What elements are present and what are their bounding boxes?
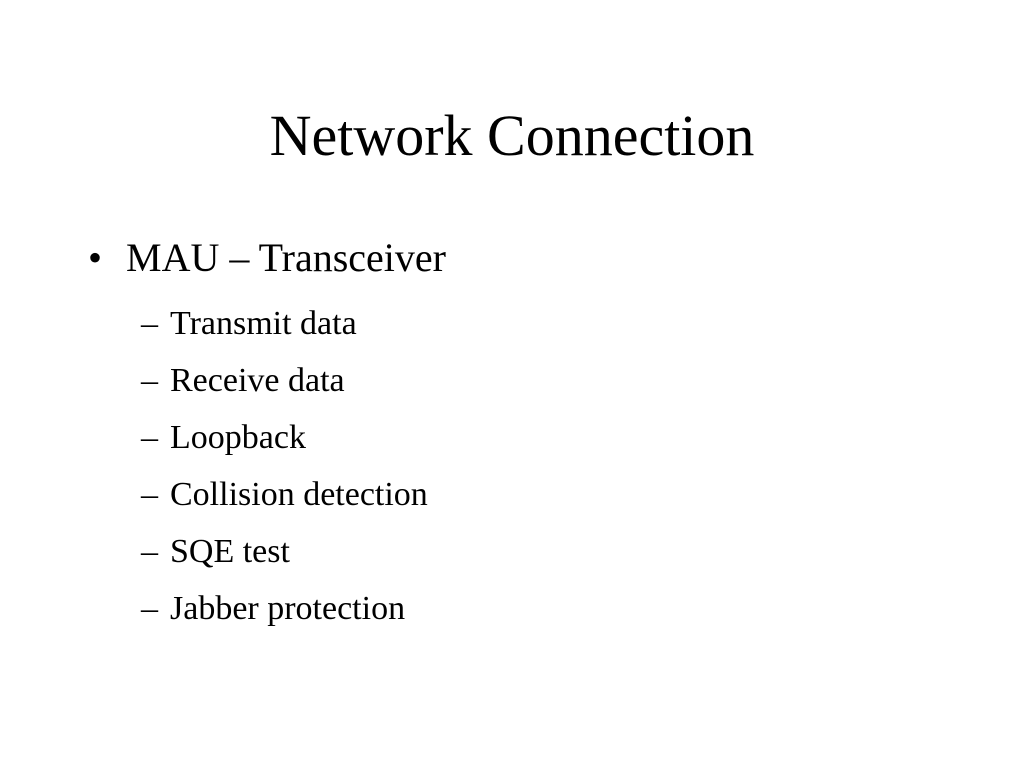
sub-bullet-marker: –: [141, 476, 158, 513]
sub-bullet-item: –Loopback: [141, 409, 428, 466]
sub-bullet-item: –SQE test: [141, 523, 428, 580]
sub-bullet-marker: –: [141, 590, 158, 627]
sub-bullet-marker: –: [141, 305, 158, 342]
sub-bullet-marker: –: [141, 419, 158, 456]
sub-bullet-item: –Receive data: [141, 352, 428, 409]
sub-bullet-marker: –: [141, 533, 158, 570]
sub-bullet-item: –Transmit data: [141, 295, 428, 352]
sub-bullet-text: Jabber protection: [170, 590, 406, 627]
sub-bullet-list: –Transmit data –Receive data –Loopback –…: [141, 295, 428, 637]
bullet-text: MAU – Transceiver: [126, 235, 446, 280]
sub-bullet-text: Collision detection: [170, 476, 428, 513]
bullet-item: • MAU – Transceiver: [88, 234, 446, 282]
sub-bullet-text: Receive data: [170, 362, 345, 399]
slide-title: Network Connection: [269, 103, 755, 168]
sub-bullet-text: Transmit data: [170, 305, 357, 342]
sub-bullet-text: SQE test: [170, 533, 290, 570]
sub-bullet-text: Loopback: [170, 419, 306, 456]
bullet-marker: •: [88, 235, 103, 280]
sub-bullet-item: –Jabber protection: [141, 580, 428, 637]
sub-bullet-item: –Collision detection: [141, 466, 428, 523]
sub-bullet-marker: –: [141, 362, 158, 399]
